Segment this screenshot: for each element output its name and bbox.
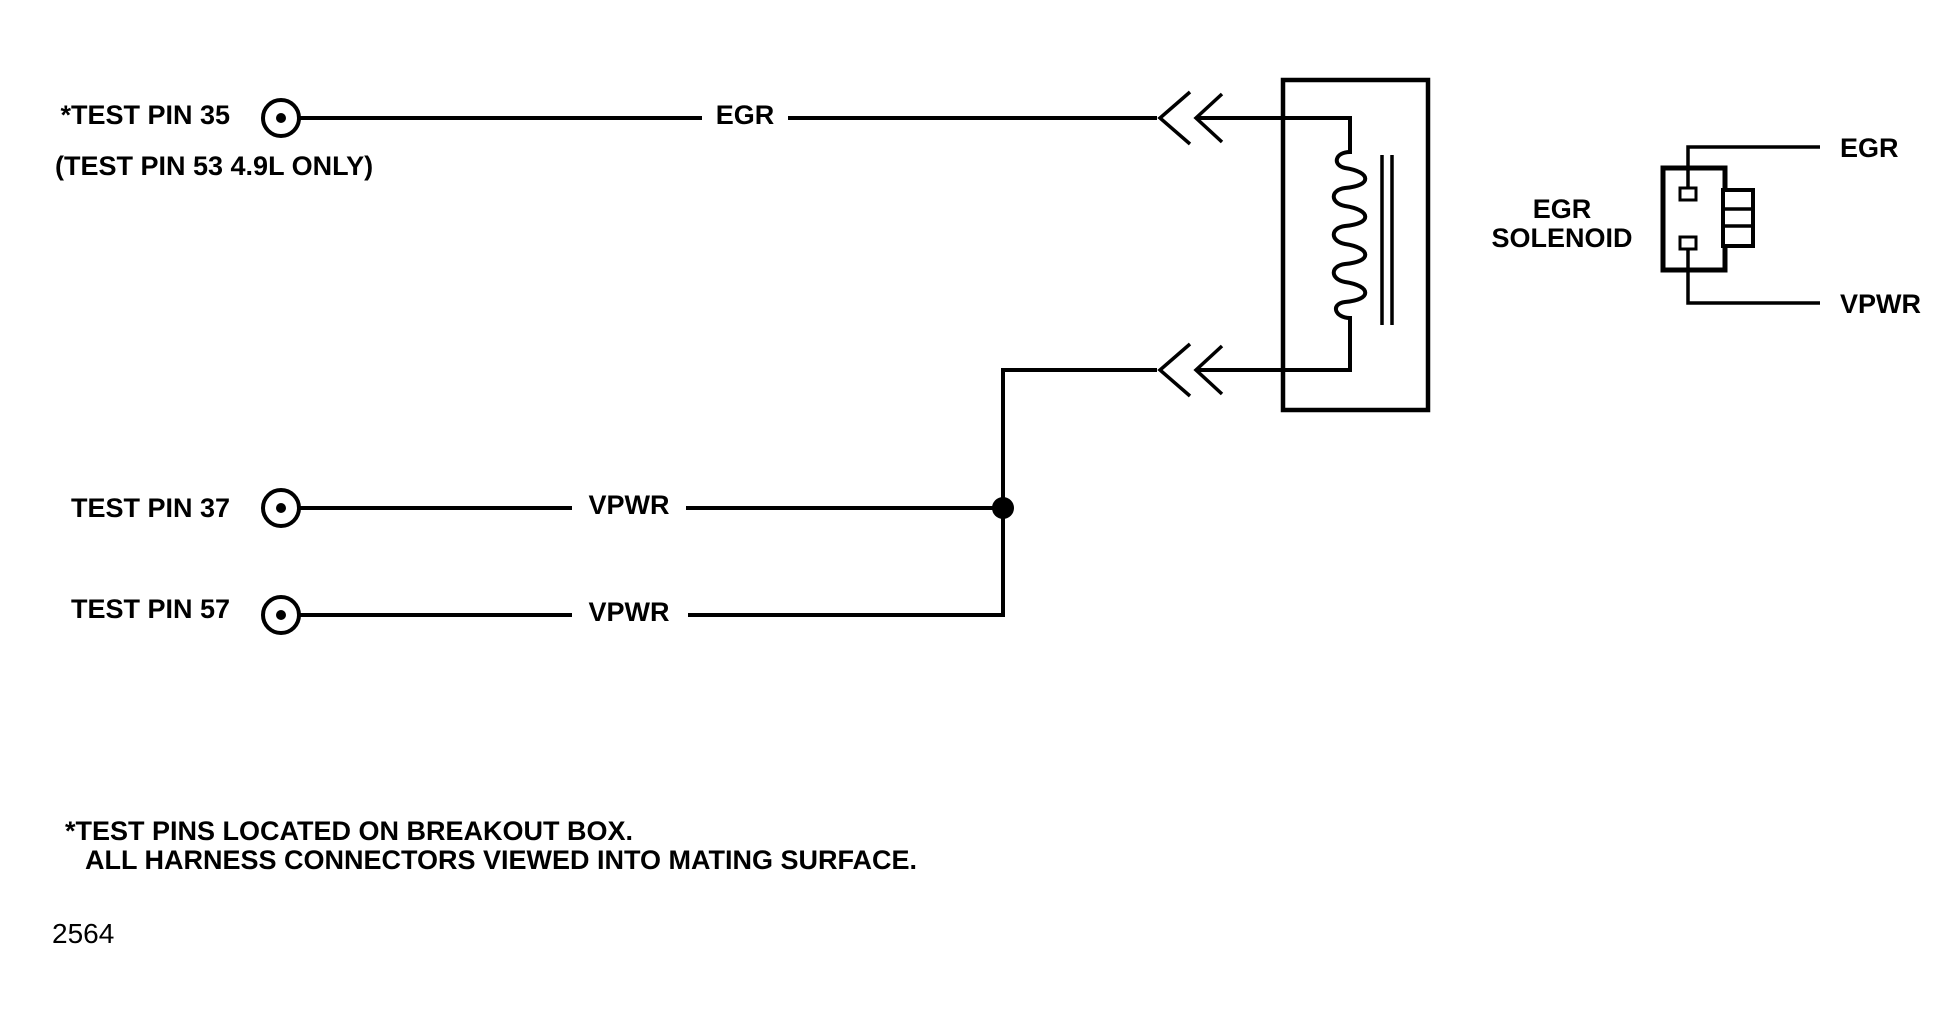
coil-icon [1331, 149, 1368, 321]
wire-label-egr: EGR [716, 100, 775, 130]
connector-latch [1721, 188, 1755, 248]
test-pin-37: TEST PIN 37 VPWR [71, 488, 1005, 528]
footnote: *TEST PINS LOCATED ON BREAKOUT BOX. ALL … [65, 816, 917, 875]
solenoid-schematic [1280, 77, 1431, 413]
solenoid-housing [1280, 77, 1431, 413]
egr-solenoid-connector: EGR SOLENOID EGR VPWR [1491, 133, 1921, 319]
harness-connector-chevrons [1157, 90, 1352, 398]
test-pin-35: *TEST PIN 35 (TEST PIN 53 4.9L ONLY) EGR [55, 98, 1157, 181]
terminal-cavity-bottom [1678, 235, 1698, 251]
wire-label-vpwr-37: VPWR [589, 490, 670, 520]
test-pin-57: TEST PIN 57 VPWR [71, 594, 1005, 635]
footnote-line2: ALL HARNESS CONNECTORS VIEWED INTO MATIN… [85, 845, 917, 875]
figure-number: 2564 [52, 918, 114, 949]
test-pin-57-label: TEST PIN 57 [71, 594, 230, 624]
test-pin-37-label: TEST PIN 37 [71, 493, 230, 523]
test-pin-35-sublabel: (TEST PIN 53 4.9L ONLY) [55, 151, 373, 181]
test-pin-35-label: *TEST PIN 35 [60, 100, 230, 130]
connector-body [1660, 165, 1728, 273]
solenoid-terminal-egr: EGR [1840, 133, 1899, 163]
solenoid-title-line2: SOLENOID [1491, 223, 1632, 253]
wire-label-vpwr-57: VPWR [589, 597, 670, 627]
solenoid-terminal-vpwr: VPWR [1840, 289, 1921, 319]
terminal-cavity-top [1678, 186, 1698, 202]
splice-dot-icon [992, 497, 1014, 519]
vpwr-junction [992, 368, 1157, 617]
solenoid-title-line1: EGR [1533, 194, 1592, 224]
footnote-line1: *TEST PINS LOCATED ON BREAKOUT BOX. [65, 816, 633, 846]
